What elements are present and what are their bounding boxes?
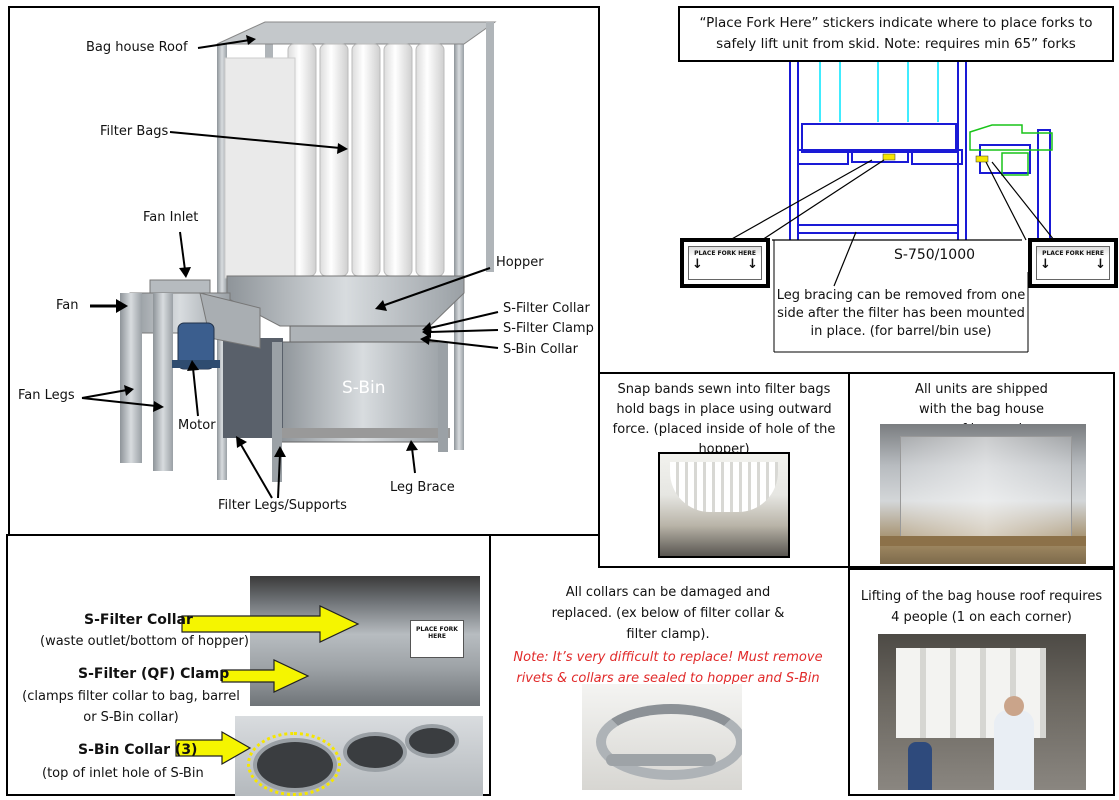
- bracing-note: Leg bracing can be removed from one side…: [776, 288, 1026, 339]
- s-bin-collar-photo: [235, 716, 483, 796]
- filter-collar-photo: PLACE FORK HERE: [250, 576, 480, 706]
- collar-details-panel: PLACE FORK HERE S-Filter Collar (waste o…: [6, 534, 491, 796]
- model-label: S-750/1000: [894, 247, 976, 263]
- s-filter-clamp-title: S-Filter (QF) Clamp: [78, 666, 230, 682]
- place-fork-sticker-left: PLACE FORK HERE ↓ ↓: [680, 238, 770, 288]
- place-fork-sticker-right: PLACE FORK HERE ↓ ↓: [1028, 238, 1118, 288]
- fork-diagram-panel: “Place Fork Here” stickers indicate wher…: [602, 0, 1119, 370]
- snap-bands-panel: Snap bands sewn into filter bags hold ba…: [598, 372, 850, 568]
- label-motor: Motor: [178, 418, 216, 433]
- collar-clamp-photo: [582, 684, 742, 790]
- lifting-text: Lifting of the bag house roof requires 4…: [860, 589, 1103, 625]
- label-filter-legs: Filter Legs/Supports: [218, 498, 347, 513]
- label-s-filter-clamp: S-Filter Clamp: [503, 321, 594, 336]
- sticker-text: PLACE FORK HERE: [1042, 250, 1104, 257]
- sticker-text: PLACE FORK HERE: [694, 250, 756, 257]
- sticker-text: PLACE FORK HERE: [416, 626, 458, 640]
- label-fan: Fan: [56, 298, 79, 313]
- label-s-bin: S-Bin: [342, 378, 386, 398]
- label-fan-legs: Fan Legs: [18, 388, 75, 403]
- main-diagram-panel: Bag house Roof Filter Bags Fan Inlet Hop…: [8, 6, 600, 536]
- fork-technical-drawing: [729, 60, 1055, 353]
- down-arrow-icon: ↓: [747, 257, 758, 272]
- down-arrow-icon: ↓: [692, 257, 703, 272]
- label-s-filter-collar: S-Filter Collar: [503, 301, 590, 316]
- label-fan-inlet: Fan Inlet: [143, 210, 199, 225]
- replace-warning: Note: It’s very difficult to replace! Mu…: [513, 650, 823, 686]
- shipping-panel: All units are shipped with the bag house…: [848, 372, 1115, 568]
- down-arrow-icon: ↓: [1040, 257, 1051, 272]
- snap-band-photo: [658, 452, 790, 558]
- down-arrow-icon: ↓: [1095, 257, 1106, 272]
- s-bin-collar-desc: (top of inlet hole of S-Bin: [42, 766, 204, 781]
- fork-note-text: “Place Fork Here” stickers indicate wher…: [699, 15, 1093, 52]
- label-filter-bags: Filter Bags: [100, 124, 169, 139]
- fork-note-box: “Place Fork Here” stickers indicate wher…: [678, 6, 1114, 62]
- shipped-unit-photo: [880, 424, 1086, 564]
- lifting-roof-photo: [878, 634, 1086, 790]
- label-bag-house-roof: Bag house Roof: [86, 40, 188, 55]
- s-filter-collar-desc: (waste outlet/bottom of hopper): [40, 634, 249, 649]
- dust-collector-illustration: [81, 21, 499, 499]
- s-bin-collar-title: S-Bin Collar (3): [78, 742, 198, 758]
- s-filter-collar-title: S-Filter Collar: [84, 612, 193, 628]
- s-filter-clamp-desc: (clamps filter collar to bag, barrel or …: [22, 689, 240, 725]
- label-leg-brace: Leg Brace: [390, 480, 455, 495]
- lifting-panel: Lifting of the bag house roof requires 4…: [848, 568, 1115, 796]
- replace-text: All collars can be damaged and replaced.…: [551, 585, 785, 642]
- yellow-arrows: [175, 605, 360, 766]
- label-s-bin-collar: S-Bin Collar: [503, 342, 578, 357]
- replace-collars-panel: All collars can be damaged and replaced.…: [492, 570, 844, 796]
- snap-bands-text: Snap bands sewn into filter bags hold ba…: [612, 382, 836, 457]
- label-hopper: Hopper: [496, 255, 544, 270]
